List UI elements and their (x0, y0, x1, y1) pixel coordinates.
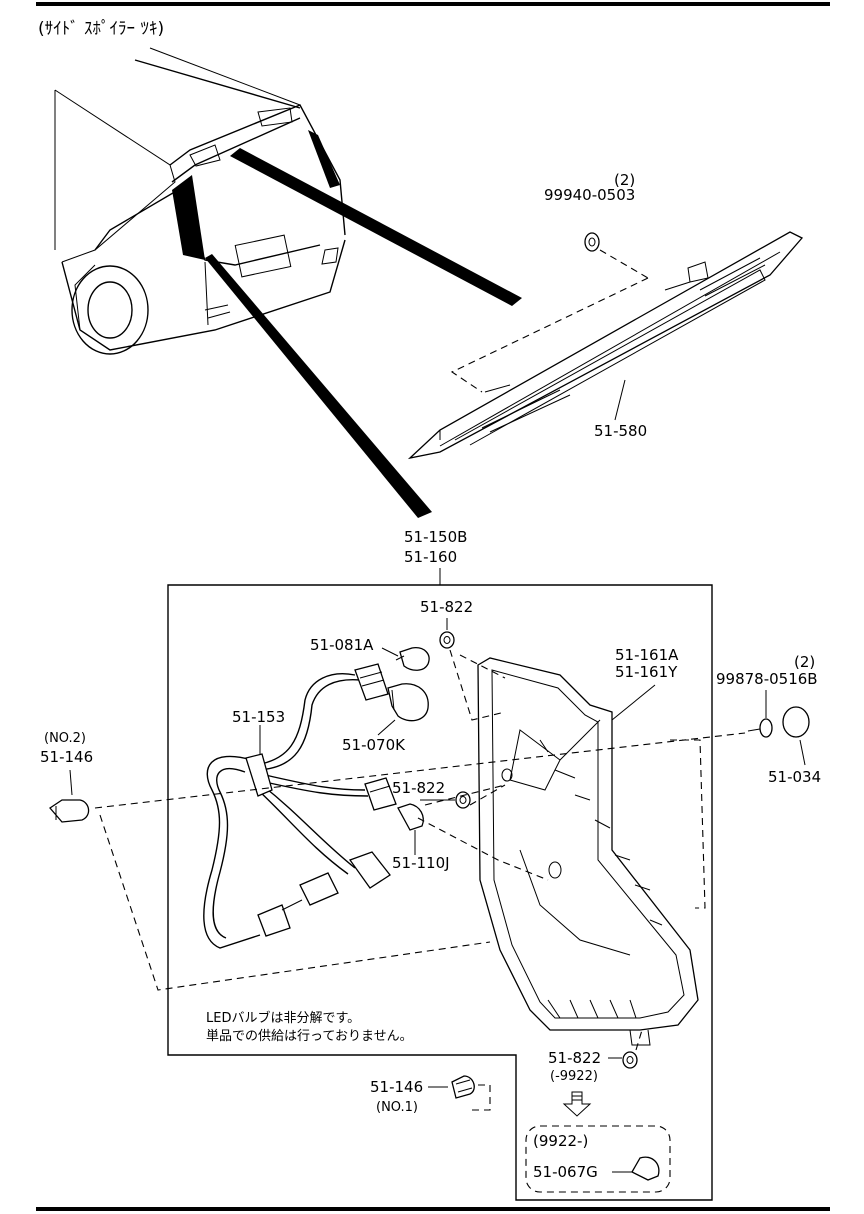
socket-middle (364, 777, 397, 811)
label-99940-0503: 99940-0503 (544, 186, 635, 204)
wiring-harness-51-153 (203, 673, 391, 949)
clip-99940-0503 (584, 232, 600, 252)
label-51-146-no2-tag: (NO.2) (44, 731, 86, 746)
label-51-161y: 51-161Y (615, 663, 678, 681)
label-51-161a: 51-161A (615, 646, 679, 664)
label-51-580: 51-580 (594, 422, 647, 440)
grommet-51-822-mid (455, 791, 471, 809)
note-line-2: 単品での供給は行っておりません。 (206, 1028, 413, 1044)
screw-99878-0516b (747, 718, 773, 738)
note-line-1: LEDバルブは非分解です。 (206, 1010, 360, 1026)
bulb-51-070k (387, 683, 429, 722)
socket-upper (354, 663, 389, 701)
bottom-border-rule (36, 1207, 830, 1211)
grommet-51-822-bottom (622, 1051, 638, 1069)
label-99878-qty: (2) (794, 653, 815, 671)
inset-later-model-box (525, 1125, 671, 1193)
label-51-160: 51-160 (404, 548, 457, 566)
label-51-067g: 51-067G (533, 1163, 598, 1181)
vehicle-rear-illustration (54, 47, 346, 355)
label-51-070k: 51-070K (342, 736, 406, 754)
led-bulb-51-081a (395, 647, 430, 671)
tail-lamp-housing (477, 657, 699, 1046)
label-51-822-mid: 51-822 (392, 779, 445, 797)
label-99878-0516b: 99878-0516B (716, 670, 818, 688)
diagram-header: (ｻｲﾄﾞ ｽﾎﾟｲﾗｰ ﾂｷ) (38, 19, 164, 39)
label-51-822-top: 51-822 (420, 598, 473, 616)
left-tail-lamp-silhouette (172, 175, 205, 260)
label-51-034: 51-034 (768, 768, 821, 786)
label-51-146-no2: 51-146 (40, 748, 93, 766)
label-inset-range: (9922-) (533, 1132, 588, 1150)
label-51-822-bottom-range: (-9922) (550, 1069, 598, 1084)
grommet-51-822-top (439, 631, 455, 649)
bulb-51-110j (397, 803, 424, 831)
label-99940-qty: (2) (614, 171, 635, 189)
high-mount-stop-lamp (407, 231, 804, 460)
down-arrow-icon (562, 1091, 592, 1117)
label-51-081a: 51-081A (310, 636, 374, 654)
bulb-51-146-no2 (49, 799, 90, 823)
assembly-boundary (167, 584, 713, 1201)
label-51-153: 51-153 (232, 708, 285, 726)
led-bulb-51-067g (631, 1156, 660, 1181)
label-51-150b: 51-150B (404, 528, 467, 546)
pointer-to-tail-lamp (205, 254, 432, 518)
label-51-822-bottom: 51-822 (548, 1049, 601, 1067)
pointer-to-spoiler-lamp (230, 148, 522, 306)
label-51-146-no1: 51-146 (370, 1078, 423, 1096)
top-border-rule (36, 2, 830, 6)
label-51-146-no1-tag: (NO.1) (376, 1100, 418, 1115)
bulb-51-146-no1 (451, 1075, 475, 1099)
cap-51-034 (782, 706, 810, 738)
label-51-110j: 51-110J (392, 854, 450, 872)
